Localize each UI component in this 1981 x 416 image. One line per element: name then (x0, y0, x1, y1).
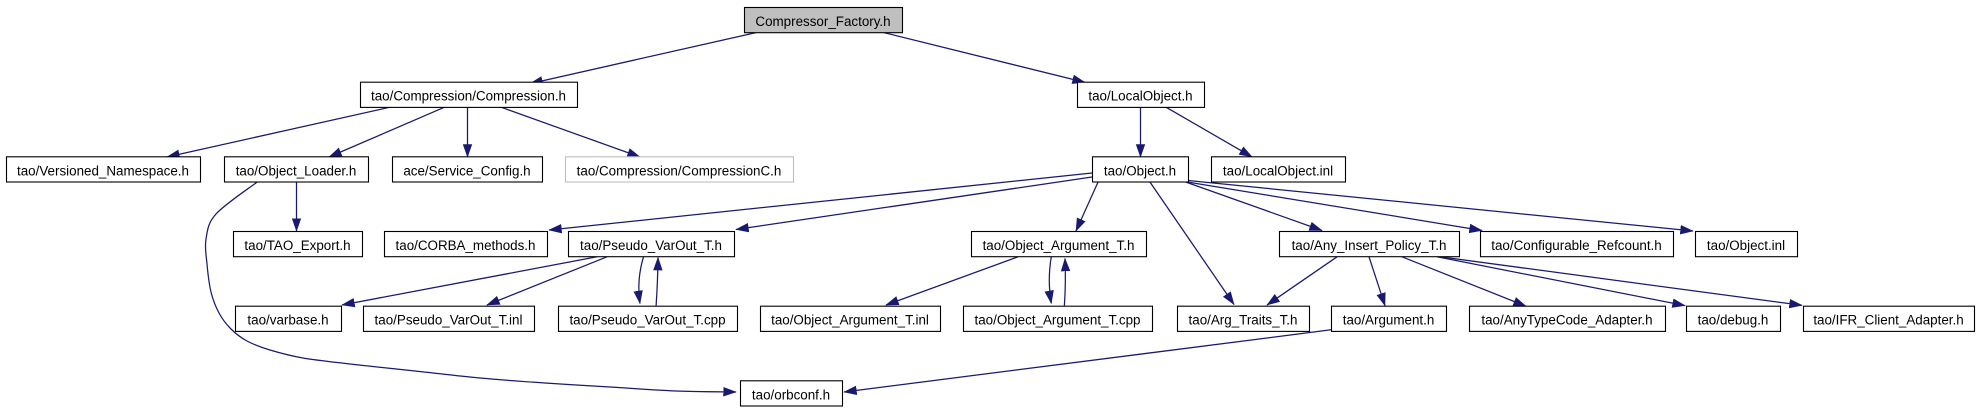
svg-text:tao/Object_Argument_T.cpp: tao/Object_Argument_T.cpp (975, 313, 1141, 328)
svg-text:tao/Pseudo_VarOut_T.h: tao/Pseudo_VarOut_T.h (580, 238, 722, 253)
svg-text:tao/Configurable_Refcount.h: tao/Configurable_Refcount.h (1491, 238, 1661, 253)
svg-text:Compressor_Factory.h: Compressor_Factory.h (755, 14, 890, 29)
svg-text:tao/LocalObject.inl: tao/LocalObject.inl (1223, 163, 1333, 178)
svg-text:tao/Object_Argument_T.inl: tao/Object_Argument_T.inl (771, 313, 929, 328)
svg-text:ace/Service_Config.h: ace/Service_Config.h (403, 163, 530, 178)
svg-text:tao/Argument.h: tao/Argument.h (1343, 313, 1435, 328)
svg-text:tao/Compression/Compression.h: tao/Compression/Compression.h (371, 89, 566, 104)
svg-text:tao/orbconf.h: tao/orbconf.h (752, 387, 830, 402)
svg-text:tao/Arg_Traits_T.h: tao/Arg_Traits_T.h (1189, 313, 1298, 328)
svg-text:tao/Pseudo_VarOut_T.cpp: tao/Pseudo_VarOut_T.cpp (569, 313, 725, 328)
svg-text:tao/AnyTypeCode_Adapter.h: tao/AnyTypeCode_Adapter.h (1481, 313, 1652, 328)
svg-text:tao/varbase.h: tao/varbase.h (247, 313, 328, 328)
svg-text:tao/Object_Loader.h: tao/Object_Loader.h (236, 163, 357, 178)
svg-text:tao/debug.h: tao/debug.h (1698, 313, 1769, 328)
svg-text:tao/CORBA_methods.h: tao/CORBA_methods.h (396, 238, 536, 253)
svg-text:tao/Compression/CompressionC.h: tao/Compression/CompressionC.h (577, 163, 782, 178)
svg-text:tao/TAO_Export.h: tao/TAO_Export.h (244, 238, 350, 253)
svg-text:tao/Pseudo_VarOut_T.inl: tao/Pseudo_VarOut_T.inl (375, 313, 523, 328)
svg-text:tao/Object.h: tao/Object.h (1104, 163, 1176, 178)
svg-text:tao/LocalObject.h: tao/LocalObject.h (1088, 89, 1192, 104)
svg-text:tao/IFR_Client_Adapter.h: tao/IFR_Client_Adapter.h (1813, 313, 1963, 328)
svg-text:tao/Object_Argument_T.h: tao/Object_Argument_T.h (983, 238, 1135, 253)
svg-text:tao/Versioned_Namespace.h: tao/Versioned_Namespace.h (17, 163, 189, 178)
svg-text:tao/Any_Insert_Policy_T.h: tao/Any_Insert_Policy_T.h (1292, 238, 1447, 253)
svg-text:tao/Object.inl: tao/Object.inl (1707, 238, 1785, 253)
